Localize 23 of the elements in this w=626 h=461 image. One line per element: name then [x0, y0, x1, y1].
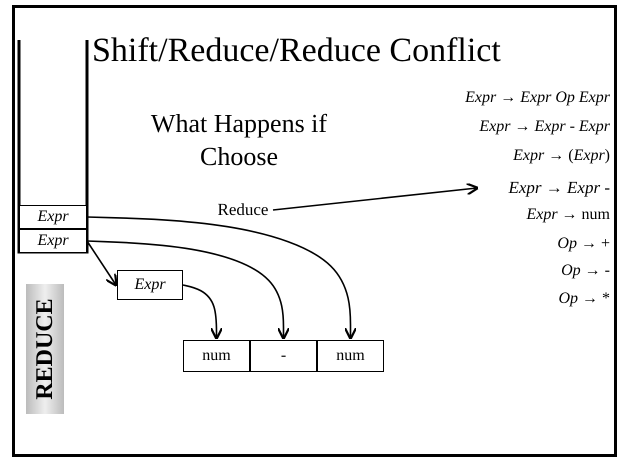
arrow [86, 240, 118, 288]
production-rule: Expr → Expr - Expr [479, 118, 610, 136]
production-rule: Op → - [561, 262, 610, 280]
stack-cell: Expr [19, 205, 87, 229]
token-box: - [250, 340, 317, 372]
heading: What Happens if Choose [150, 108, 328, 172]
arrow [272, 182, 480, 211]
production-rule: Expr → num [526, 206, 610, 224]
token-box: num [183, 340, 250, 372]
arrow [86, 216, 358, 340]
action-banner: REDUCE [26, 284, 64, 414]
production-rule: Expr → Expr Op Expr [465, 89, 610, 107]
token-box: num [317, 340, 384, 372]
arrow [182, 284, 224, 340]
choice-text: Reduce [214, 199, 272, 221]
arrow [86, 240, 290, 340]
title: Shift/Reduce/Reduce Conflict [92, 32, 501, 70]
production-rule: Expr → (Expr) [513, 147, 610, 165]
production-rule: Op → + [557, 235, 610, 253]
production-rule: Expr → Expr - [478, 177, 610, 199]
symbol-box: Expr [117, 270, 183, 300]
stack-cell: Expr [19, 229, 87, 253]
production-rule: Op → * [558, 290, 610, 308]
